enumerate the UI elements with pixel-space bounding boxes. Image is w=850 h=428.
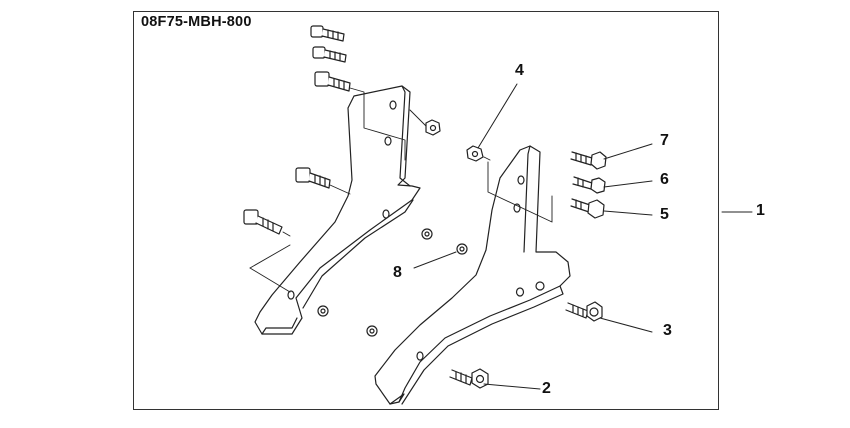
bolt-2 (449, 368, 489, 389)
leader-3 (599, 317, 653, 333)
callout-4: 4 (515, 62, 524, 79)
callout-6: 6 (660, 171, 669, 188)
left-bracket-hole-upper (389, 100, 397, 110)
right-bracket-nut (466, 145, 484, 162)
leader-5 (603, 210, 653, 216)
left-bracket-bolt-low (243, 209, 283, 235)
left-bracket-bolt-top-1 (310, 25, 345, 42)
bolt-5 (570, 198, 605, 219)
leader-4 (477, 83, 518, 149)
left-bracket-hole-lower (382, 209, 390, 219)
leader-2 (483, 383, 541, 390)
callout-2: 2 (542, 380, 551, 397)
right-bracket-hole-rear (535, 281, 545, 291)
left-bracket-hole-mid (384, 136, 392, 146)
callout-leaders (413, 83, 753, 390)
left-bracket-bolt-top-3 (314, 71, 351, 92)
left-bracket-bolt-mid (295, 167, 331, 189)
diagram-frame (133, 11, 719, 410)
right-bracket-hole-front (416, 351, 424, 361)
leader-6 (603, 180, 653, 188)
leader-7 (603, 143, 653, 160)
callout-5: 5 (660, 206, 669, 223)
right-bracket-hole-upper (517, 175, 525, 185)
left-backrest-bracket (243, 25, 441, 335)
right-backrest-bracket (366, 145, 607, 405)
right-bracket-hole-rear-2 (515, 287, 525, 297)
bolt-7 (570, 151, 607, 170)
bolt-3 (565, 301, 603, 322)
left-bracket-bolt-top-2 (312, 46, 347, 63)
leader-8 (413, 251, 457, 269)
left-bracket-nut (425, 119, 441, 136)
bolt-6 (572, 176, 606, 194)
callout-7: 7 (660, 132, 669, 149)
callout-8: 8 (393, 264, 402, 281)
callout-1: 1 (756, 202, 765, 219)
part-number-label: 08F75-MBH-800 (141, 14, 252, 30)
callout-3: 3 (663, 322, 672, 339)
left-bracket-hole-foot (287, 290, 295, 300)
